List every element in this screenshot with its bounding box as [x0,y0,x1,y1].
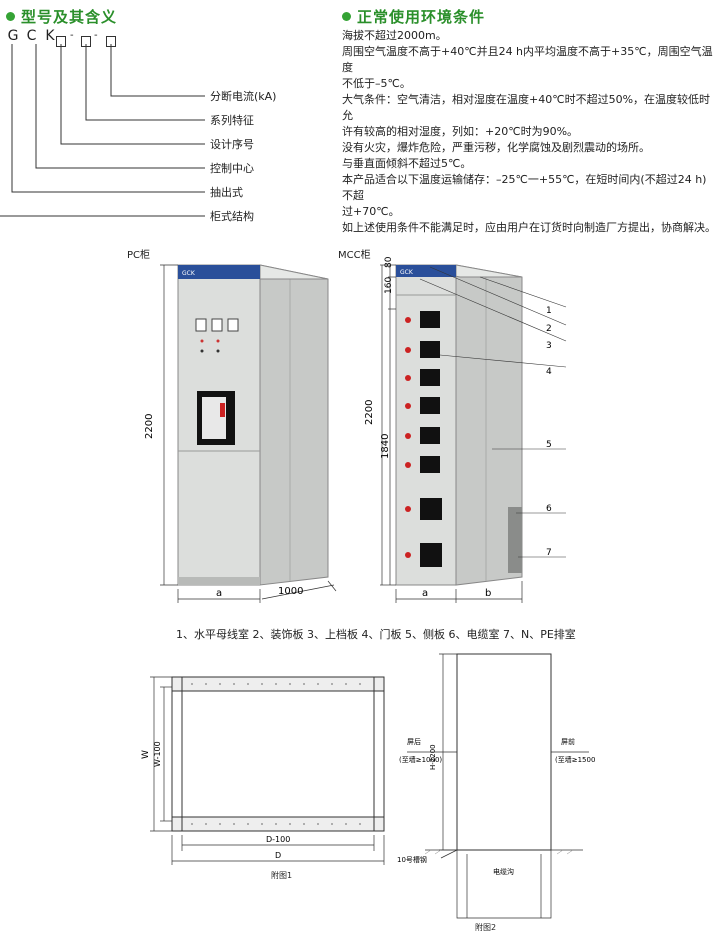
code-char-k: K [45,28,55,44]
fig2-dim-h: H-2200 [429,744,437,770]
model-heading-text: 型号及其含义 [21,8,118,26]
conditions-heading: 正常使用环境条件 [342,6,485,27]
callout-7: 7 [546,548,552,558]
mcc-cabinet-drawing: GCK 80 160 2200 1840 a b [364,256,567,603]
code-dash-2: - [94,30,98,41]
legend-breaking-current: 分断电流(kA) [210,90,277,103]
fig1-dim-w: W [141,750,151,759]
mcc-cabinet-label: MCC柜 [338,250,371,261]
figure1-caption: 附图1 [271,871,293,880]
callout-2: 2 [546,324,552,334]
fig1-dim-w100: W-100 [153,741,162,767]
mcc-dim-b: b [485,588,491,599]
fig2-rear-label: 屏后 [407,737,421,746]
mcc-dim-80: 80 [384,256,394,268]
parts-caption: 1、水平母线室 2、装饰板 3、上档板 4、门板 5、侧板 6、电缆室 7、N、… [176,628,576,641]
code-char-c: C [26,28,37,44]
fig2-rear-note: (至墙≥1000) [399,755,442,764]
conditions-list: 海拔不超过2000m。 周围空气温度不高于+40℃并且24 h内平均温度不高于+… [342,28,717,236]
fig2-front-note: (至墙≥1500) [555,755,595,764]
legend-design-no: 设计序号 [210,138,254,151]
model-code: G C K [6,28,57,44]
code-char-g: G [7,28,19,44]
figure2-caption: 附图2 [475,923,497,932]
fig2-channel-label: 10号槽钢 [397,855,427,864]
pc-dim-height: 2200 [144,414,155,439]
callout-5: 5 [546,440,552,450]
figure2-drawing: H-2200 屏后 (至墙≥1000) 屏前 (至墙≥1500) 10号槽钢 电… [397,653,595,919]
mcc-dim-a: a [422,588,428,599]
pc-dim-depth: 1000 [278,586,303,597]
legend-series: 系列特征 [210,114,254,127]
mcc-dim-2200: 2200 [364,400,375,425]
callout-3: 3 [546,341,552,351]
bullet-icon [342,12,351,21]
mcc-dim-1840: 1840 [380,434,391,459]
mcc-drawers [405,311,442,567]
legend-cabinet-structure: 柜式结构 [210,210,254,223]
fig1-dim-d100: D-100 [266,835,290,844]
condition-line: 如上述使用条件不能满足时，应由用户在订货时向制造厂方提出，协商解决。 [342,221,716,234]
condition-line: 海拔不超过2000m。 [342,29,447,42]
pc-dim-width: a [216,588,222,599]
pc-cabinet-label: PC柜 [127,250,151,261]
callout-6: 6 [546,504,552,514]
model-heading: 型号及其含义 [6,6,117,27]
pc-logo: GCK [182,270,196,277]
mcc-dim-160: 160 [384,277,394,294]
mcc-logo: GCK [400,269,414,276]
bullet-icon [6,12,15,21]
condition-line: 与垂直面倾斜不超过5℃。 [342,157,472,170]
callout-1: 1 [546,306,552,316]
pc-cabinet-drawing: GCK 2200 a 1000 [144,264,337,603]
figure1-drawing: W W-100 D-100 D [141,676,385,865]
condition-line: 许有较高的相对湿度，列如：+20℃时为90%。 [342,125,579,138]
condition-line: 没有火灾，爆炸危险，严重污秽，化学腐蚀及剧烈震动的场所。 [342,141,650,154]
callout-4: 4 [546,367,552,377]
legend-control-center: 控制中心 [210,162,254,175]
condition-line: 过+70℃。 [342,205,400,218]
condition-line: 本产品适合以下温度运输储存：–25℃一+55℃，在短时间内(不超过24 h)不超 [342,173,707,202]
fig1-dim-d: D [275,851,281,860]
legend-withdrawable: 抽出式 [210,186,243,199]
conditions-heading-text: 正常使用环境条件 [357,8,486,26]
fig2-front-label: 屏前 [561,737,575,746]
code-dash-1: - [70,30,74,41]
fig2-trench-label: 电缆沟 [493,867,514,876]
condition-line: 周围空气温度不高于+40℃并且24 h内平均温度不高于+35℃，周围空气温度 [342,45,713,74]
code-leader-lines [0,44,205,217]
condition-line: 不低于–5℃。 [342,77,411,90]
condition-line: 大气条件：空气清洁，相对湿度在温度+40℃时不超过50%，在温度较低时允 [342,93,711,122]
